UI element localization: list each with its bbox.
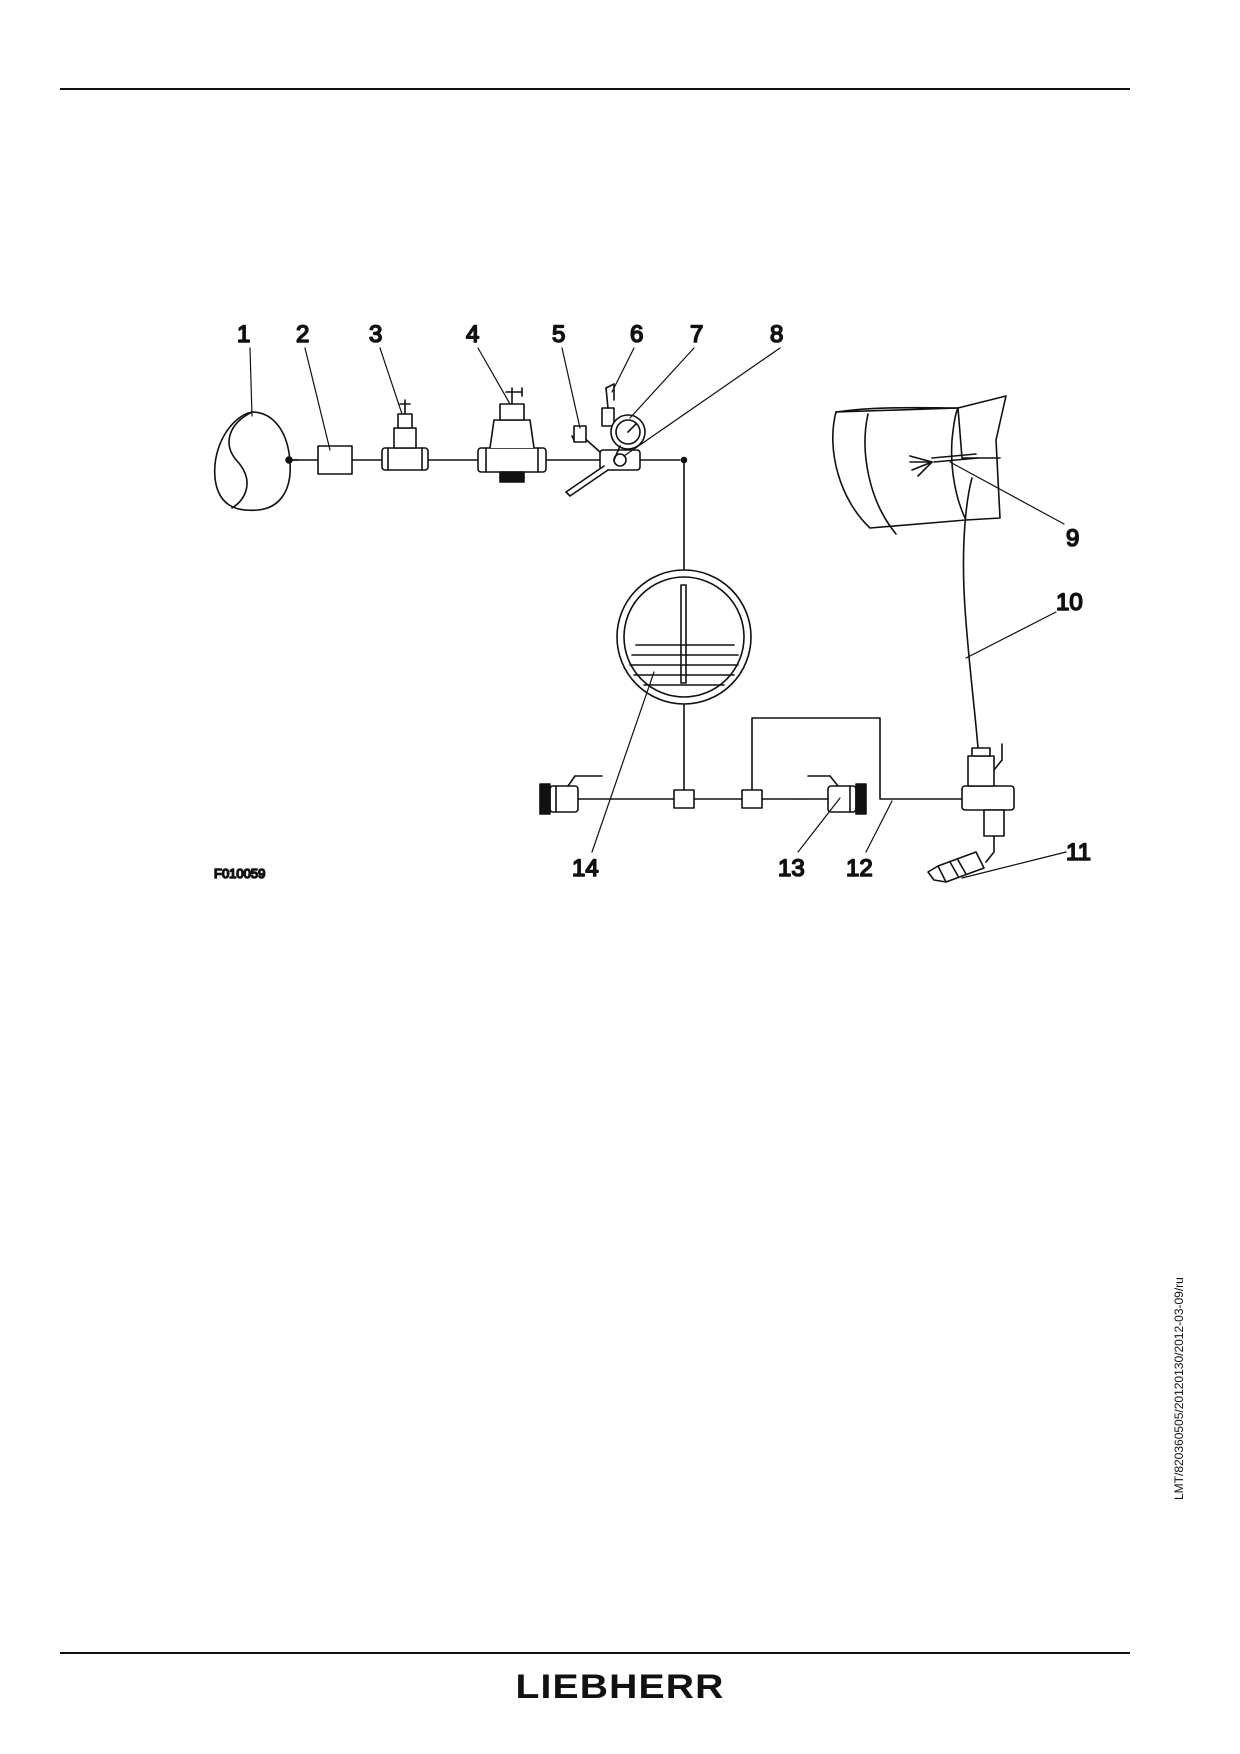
spray-hose — [962, 477, 979, 749]
regulating-valve — [381, 399, 429, 471]
spray-nozzle — [927, 851, 985, 883]
callout-11: 11 — [1066, 839, 1091, 866]
callout-3: 3 — [369, 321, 382, 348]
gauge-valve-assembly — [565, 383, 688, 497]
callout-10: 10 — [1056, 589, 1083, 616]
callout-12: 12 — [846, 855, 873, 882]
callout-2: 2 — [296, 321, 309, 348]
drain-valve-right — [799, 775, 867, 815]
drain-valve-left — [539, 775, 603, 815]
callout-6: 6 — [630, 321, 643, 348]
callout-4: 4 — [466, 321, 479, 348]
callout-9: 9 — [1066, 525, 1079, 552]
callout-13: 13 — [778, 855, 805, 882]
document-reference-text: LMT/820360505/20120130/2012-03-09/ru — [1172, 1277, 1186, 1500]
footer-rule — [60, 1652, 1130, 1654]
mixer-drum — [832, 395, 1007, 535]
reservoir-tank — [616, 569, 752, 791]
callout-8: 8 — [770, 321, 783, 348]
tee-fitting-left — [673, 789, 695, 809]
callout-5: 5 — [552, 321, 565, 348]
spray-valve-group — [961, 743, 1015, 863]
callout-7: 7 — [690, 321, 703, 348]
tee-fitting-right — [741, 789, 763, 809]
callout-14: 14 — [572, 855, 599, 882]
pressure-reducer — [477, 387, 547, 483]
lower-distribution-pipe — [574, 717, 963, 800]
callout-1: 1 — [237, 321, 250, 348]
leader-lines — [249, 347, 1067, 879]
liebherr-logo: LIEBHERR — [515, 1668, 725, 1706]
figure-id: F010059 — [214, 866, 265, 881]
header-rule — [60, 88, 1130, 90]
filter-box — [317, 445, 353, 475]
water-tank — [213, 411, 299, 512]
